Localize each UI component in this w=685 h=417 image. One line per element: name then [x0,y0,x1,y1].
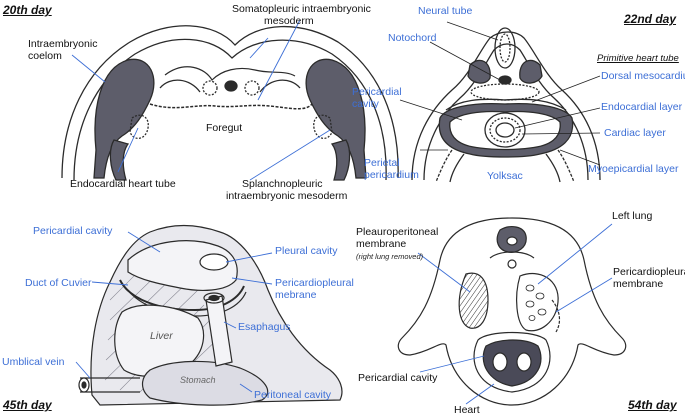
somite-r-22 [520,60,542,83]
day-heading-45: 45th day [3,398,52,412]
heart-chamber-r [517,353,531,371]
inner-arch-right [260,80,300,92]
label-neural-tube: Neural tube [418,5,472,17]
notochord-22 [499,76,511,84]
label-somatopleuric-1: Somatopleuric intraembryonic [232,3,371,15]
inner-arch-left [160,80,200,92]
label-yolksac: Yolksac [487,170,523,182]
label-stomach: Stomach [180,374,216,386]
label-primitive-heart-tube: Primitive heart tube [597,53,679,65]
spinal-canal-54 [507,237,517,245]
label-duct-of-cuvier: Duct of Cuvier [25,277,92,289]
yolksac-left2 [450,154,464,182]
label-parietal-pericardium-1: Perietal [364,157,400,169]
day-heading-20: 20th day [3,3,52,17]
label-cardiac-layer: Cardiac layer [604,127,666,139]
right-lower-limb [332,140,350,180]
label-pleural-cavity: Pleural cavity [275,245,337,257]
somite-right [245,81,259,95]
label-foregut: Foregut [206,122,242,134]
label-pericardial-cavity-54: Pericardial cavity [358,372,437,384]
yolksac-right2 [546,154,560,182]
esophagus-top-inner [209,296,219,301]
esophagus-54 [508,260,516,268]
label-splanchnopleuric-2: intraembryonic mesoderm [226,190,347,202]
pericardiopleural-membrane-54 [552,300,559,332]
left-lower-limb [110,140,128,180]
label-intraembryonic-2: coelom [28,50,62,62]
label-parietal-pericardium-2: pericardium [364,169,419,181]
label-pericardiopleural-45-1: Pericardiopleural [275,277,354,289]
label-dorsal-mesocardium: Dorsal mesocardium [601,70,685,82]
label-left-lung: Left lung [612,210,652,222]
label-pericardiopleural-54-1: Pericardiopleural [613,266,685,278]
label-notochord: Notochord [388,32,436,44]
pericardial-cavity-22 [450,111,560,149]
notochord-20 [225,81,237,91]
label-pericardiopleural-54-2: membrane [613,278,663,290]
label-liver: Liver [150,330,173,342]
label-pericardial-cavity-22-1: Pericardial [352,86,402,98]
label-myoepicardial-layer: Myoepicardial layer [588,163,678,175]
label-pleuroperitoneal-1: Pleauroperitoneal [356,226,438,238]
foregut-22 [471,84,539,100]
left-mesoderm-lobe [94,59,154,178]
label-endocardial-layer: Endocardial layer [601,101,682,113]
heart-chamber-l [493,353,507,371]
somite-l-22 [468,60,490,83]
label-somatopleuric-2: mesoderm [264,15,314,27]
label-pericardial-cavity-45: Pericardial cavity [33,225,112,237]
heart-54 [483,340,541,386]
label-splanchnopleuric-1: Splanchnopleuric [242,178,323,190]
label-pleuroperitoneal-2: membrane [356,238,406,250]
foregut-endoderm [150,104,312,109]
right-lung-region [459,273,488,328]
yolksac-right [558,150,574,182]
label-umblical-vein: Umblical vein [2,356,64,368]
label-endocardial-heart-tube: Endocardial heart tube [70,178,176,190]
day-heading-22: 22nd day [624,12,676,26]
umbilical-vein-lumen [82,382,86,388]
label-intraembryonic-1: Intraembryonic [28,38,97,50]
pleural-cavity-45 [200,254,228,270]
label-peritoneal-cavity: Peritoneal cavity [254,389,331,401]
label-right-lung-removed: (right lung removed) [356,251,423,263]
panel-20th-day [62,26,398,180]
day-heading-54: 54th day [628,398,677,412]
somite-left [203,81,217,95]
left-lung-54 [517,274,559,331]
neural-plate [165,67,295,80]
label-heart: Heart [454,404,480,416]
left-lung-bronchi [526,285,546,321]
neural-tube-lumen [500,34,510,62]
label-pericardial-cavity-22-2: cavity [352,98,379,110]
label-esaphagus: Esaphagus [238,321,291,333]
yolksac-left [436,150,452,182]
panel-22nd-day [412,28,600,182]
label-pericardiopleural-45-2: mebrane [275,289,316,301]
